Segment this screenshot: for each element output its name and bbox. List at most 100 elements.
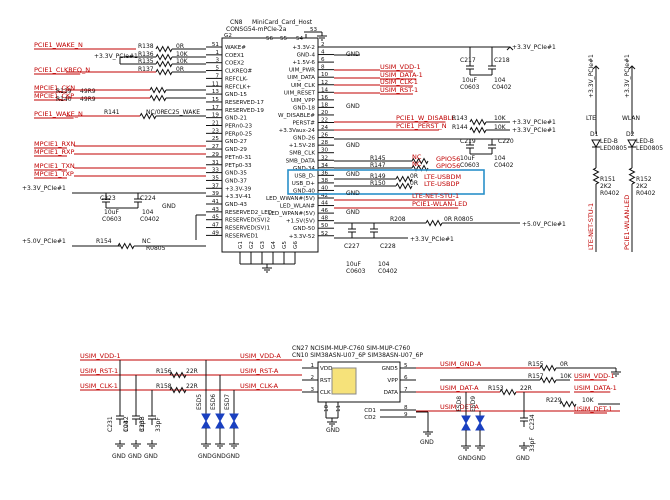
- led-label: LTE: [586, 115, 596, 122]
- cn8-right-pin-name: GND-50: [293, 226, 315, 232]
- net-label: MPCIE1_RXN: [34, 140, 75, 148]
- part-value: R0402: [636, 190, 656, 197]
- power-arrow: [592, 65, 600, 70]
- cn8-bottom-pin-name: G6: [293, 241, 299, 249]
- part-value: 49R9: [80, 88, 96, 95]
- sim-pin-name: VPP: [387, 378, 398, 384]
- part-value: 10K: [582, 397, 595, 404]
- part-ref: R229: [546, 397, 562, 404]
- part-value: C0402: [140, 216, 160, 223]
- cn8-left-pin-name: WAKE#: [225, 45, 246, 51]
- cn8-right-pin-name: USB_D-: [294, 173, 315, 179]
- part-value: R0805: [146, 245, 166, 252]
- usb-highlight-box: [287, 169, 485, 195]
- resistor: [155, 68, 173, 76]
- resistor: [425, 219, 443, 227]
- part-ref: ESD6: [210, 394, 217, 410]
- part-value: 33pF: [139, 417, 146, 432]
- sim-pin-num: 9: [404, 412, 408, 418]
- cn8-left-pin-name: REFCLK-: [225, 76, 248, 82]
- power-net-label: +3.3V_PCIe#1: [588, 54, 595, 98]
- esd-diode-icon: [215, 413, 225, 429]
- cn8-left-pin-num: 49: [212, 230, 220, 236]
- net-label: MPCIE1_TXN: [34, 162, 75, 170]
- gnd-label: GND: [516, 455, 530, 462]
- part-value: NC: [142, 238, 151, 245]
- part-ref: C228: [380, 243, 396, 250]
- net-label: LTE-USBDM: [424, 173, 461, 181]
- gnd-label: GND: [458, 455, 472, 462]
- net-label: USIM_DATA-1: [380, 71, 423, 79]
- cn8-right-pin-num: 28: [321, 140, 329, 146]
- cn8-footprint: CONSG54-mPCIe-2a: [226, 26, 287, 33]
- part-ref: R158: [156, 383, 172, 390]
- part-value: R0402: [600, 190, 620, 197]
- resistor: [395, 175, 413, 183]
- cn8-left-pin-num: 17: [212, 105, 220, 111]
- sim-ref2: CN10 SIM38ASN-U07_6P SIM38ASN-U07_6P: [292, 352, 423, 359]
- part-value: 10K: [176, 58, 189, 65]
- part-ref: R144: [452, 124, 468, 131]
- net-label: USIM_VDD-1: [380, 63, 421, 71]
- resistor: [155, 60, 173, 68]
- cn8-left-pin-num: 45: [212, 215, 220, 221]
- sim-pin-name: CLK: [320, 390, 331, 396]
- part-value: 10uF: [460, 155, 475, 162]
- cn8-right-pin-num: 24: [321, 125, 329, 131]
- part-ref: R152: [636, 176, 652, 183]
- cn8-left-pin-name: GND-27: [225, 139, 247, 145]
- cn8-left-pin-name: PETp0-33: [225, 163, 252, 169]
- part-value: 10K: [494, 115, 507, 122]
- sim-pin-name: GND5: [382, 366, 399, 372]
- part-value: C0603: [102, 216, 122, 223]
- cn8-left-pin-name: GND-37: [225, 178, 247, 184]
- net-label: USIM_VDD-1: [574, 372, 615, 380]
- part-value: 22R: [520, 385, 532, 392]
- cn8-right-pin-name: GND-4: [297, 53, 316, 59]
- cn8-top-pin: 54: [296, 36, 304, 42]
- sim-pin-num: 10: [324, 404, 330, 412]
- part-value: 2K2: [600, 183, 612, 190]
- net-label: USIM_DET-A: [440, 403, 479, 411]
- cn8-left-pin-num: 29: [212, 152, 220, 158]
- gnd-label: GND: [144, 453, 158, 460]
- cn8-right-pin-name: UIM_PWR: [289, 68, 315, 74]
- resistor: [411, 157, 429, 165]
- cn8-left-pin-num: 31: [212, 160, 220, 166]
- gnd-label: GND: [346, 171, 360, 178]
- part-ref: C223: [100, 195, 116, 202]
- power-net-label: +3.3V_PCIe#1: [512, 119, 556, 126]
- power-net-label: +3.3V_PCIe#1: [512, 44, 556, 51]
- cn8-left-pin-num: 35: [212, 175, 220, 181]
- part-value: 0R: [410, 173, 418, 180]
- sim-chip-icon: [331, 367, 357, 395]
- part-value: C0402: [492, 84, 512, 91]
- sim-pin-num: 11: [336, 404, 342, 412]
- power-net-label: +3.3V_PCIe#1: [22, 185, 66, 192]
- sim-pin-name: DATA: [384, 390, 399, 396]
- cn8-right-pin-num: 52: [321, 231, 328, 237]
- part-ref: C218: [494, 57, 510, 64]
- cn8-left-pin-name: RESERVED(SV)1: [225, 226, 270, 232]
- cn8-left-pin-name: PETn0-31: [225, 155, 252, 161]
- part-value: C0402: [378, 268, 398, 275]
- cn8-right-pin-name: UIM_RESET: [284, 90, 316, 96]
- cn8-left-pin-num: 47: [212, 223, 220, 229]
- part-ref: R141: [104, 109, 120, 116]
- net-label: MPCIE1_CKN: [34, 84, 75, 92]
- power-net-label: +5.0V_PCIe#1: [22, 238, 66, 245]
- cn8-left-pin-num: 7: [215, 73, 219, 79]
- net-label: USIM_CLK-1: [80, 382, 118, 390]
- part-ref: R137: [138, 66, 154, 73]
- cn8-bottom-pin-name: G4: [271, 241, 277, 249]
- part-value: 22R: [186, 383, 198, 390]
- power-net-label: +3.3V_PCIe#1: [94, 53, 138, 60]
- resistor: [169, 371, 187, 379]
- part-ref: R154: [96, 238, 112, 245]
- cn8-left-pin-name: CLKREQ#: [225, 69, 253, 75]
- cn8-left-pin-num: 37: [212, 183, 220, 189]
- cn8-right-pin-num: 48: [321, 216, 329, 222]
- cn8-bottom-pin-name: G5: [282, 241, 288, 249]
- cn8-value: MiniCard_Card_Host: [252, 19, 313, 26]
- led-value: LED-B: [636, 138, 654, 145]
